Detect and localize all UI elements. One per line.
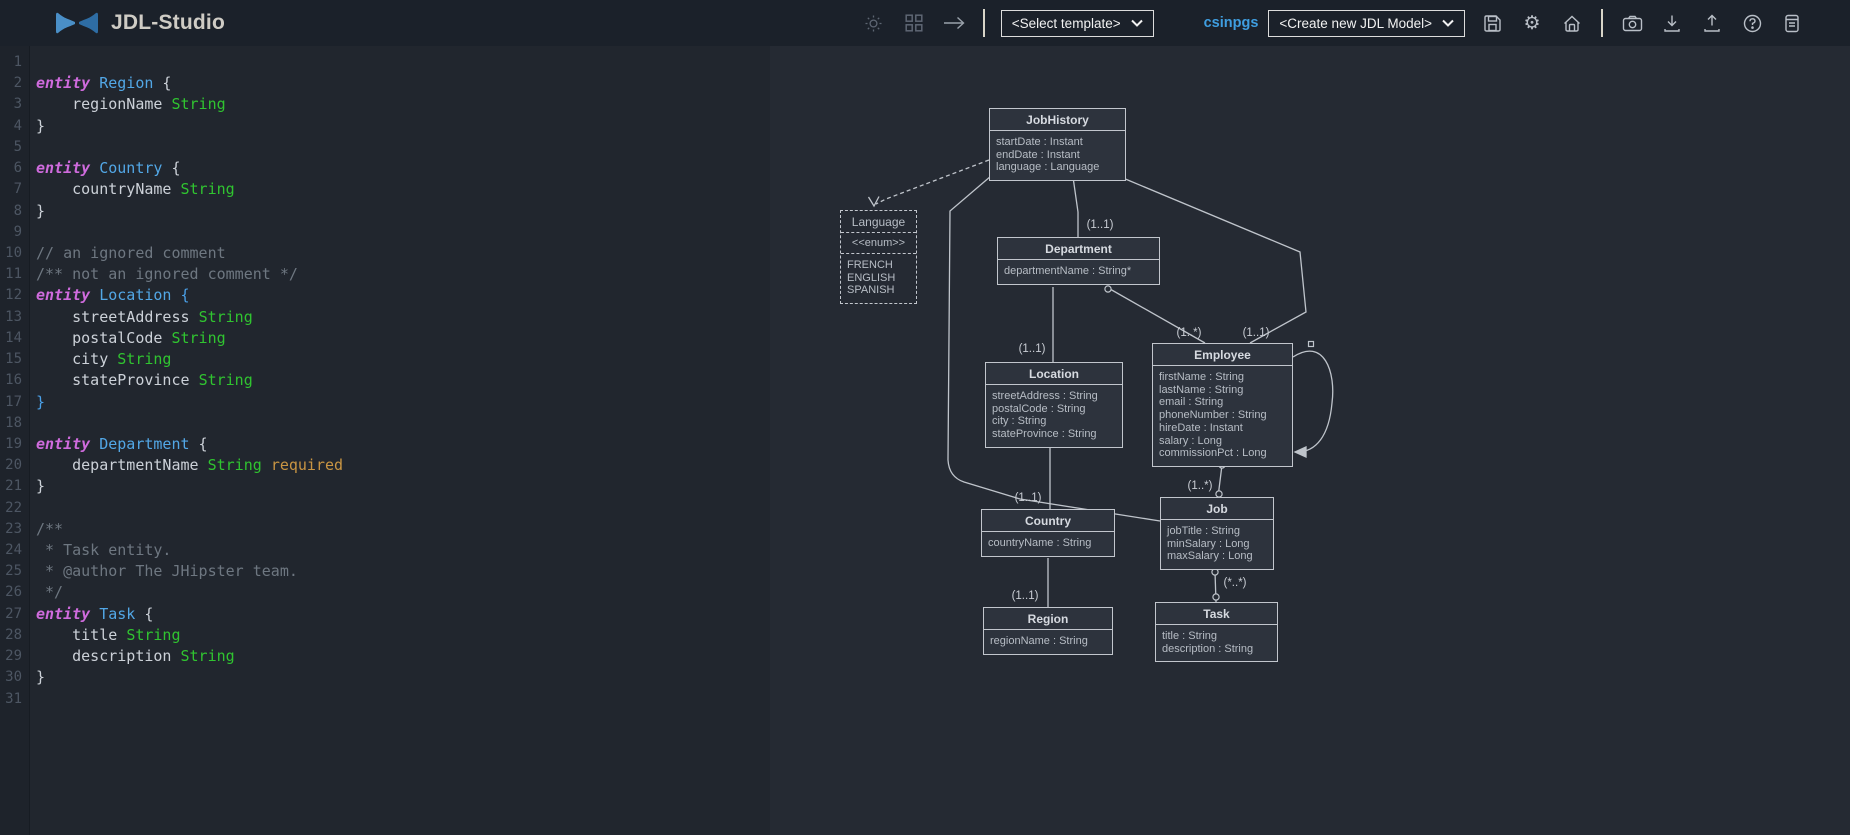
- line-number: 30: [5, 669, 22, 686]
- code-line: city String: [36, 350, 172, 369]
- code-line: title String: [36, 625, 181, 644]
- navbar-divider: [1601, 9, 1603, 37]
- line-number: 19: [5, 435, 22, 452]
- code-line: [36, 52, 770, 73]
- line-number: 31: [5, 690, 22, 707]
- code-line: [36, 222, 770, 243]
- code-line: }: [36, 116, 46, 135]
- line-number: 8: [13, 202, 22, 219]
- app-title: JDL-Studio: [111, 11, 225, 34]
- camera-icon[interactable]: [1619, 10, 1645, 36]
- download-tray-icon[interactable]: [1659, 10, 1685, 36]
- line-number: 1: [13, 54, 22, 70]
- code-line: regionName String: [36, 95, 226, 114]
- line-number: 2: [13, 75, 22, 92]
- template-select-value: <Select template>: [1011, 15, 1121, 31]
- code-line: [36, 137, 770, 158]
- username[interactable]: csinpgs: [1203, 15, 1259, 31]
- line-number: 12: [5, 287, 22, 304]
- code-line: /** not an ignored comment */: [36, 265, 298, 284]
- line-number: 18: [5, 414, 22, 431]
- line-number: 16: [5, 372, 22, 389]
- code-line: }: [36, 392, 46, 411]
- line-number: 22: [5, 499, 22, 516]
- line-number: 11: [5, 266, 22, 283]
- code-line: * @author The JHipster team.: [36, 562, 298, 581]
- code-line: entity Department {: [36, 434, 208, 453]
- code-line: * Task entity.: [36, 541, 172, 560]
- line-number: 21: [5, 478, 22, 495]
- line-number: 20: [5, 457, 22, 474]
- sun-icon[interactable]: [861, 10, 887, 36]
- chevron-down-icon: [1442, 19, 1454, 27]
- code-line: description String: [36, 647, 235, 666]
- code-line: [36, 689, 770, 710]
- code-line: entity Task {: [36, 604, 154, 623]
- line-number: 7: [13, 181, 22, 198]
- line-number: 25: [5, 563, 22, 580]
- model-select-value: <Create new JDL Model>: [1279, 15, 1432, 31]
- line-number: 23: [5, 520, 22, 537]
- navbar-divider: [982, 9, 985, 37]
- line-number: 10: [5, 244, 22, 261]
- grid-icon[interactable]: [901, 10, 927, 36]
- top-navbar: JDL-Studio <Select template> csinpg: [0, 0, 1850, 46]
- code-line: }: [36, 201, 46, 220]
- code-line: entity Country {: [36, 159, 181, 178]
- editor-code: entity Region { regionName String} entity…: [31, 46, 770, 835]
- code-line: postalCode String: [36, 328, 226, 347]
- template-select[interactable]: <Select template>: [1000, 9, 1154, 37]
- line-number: 13: [5, 308, 22, 325]
- code-line: [36, 498, 770, 519]
- code-line: streetAddress String: [36, 307, 253, 326]
- line-number: 24: [5, 542, 22, 559]
- code-line: [36, 413, 770, 434]
- line-number: 28: [5, 626, 22, 643]
- question-circle-icon[interactable]: [1739, 10, 1765, 36]
- chevron-down-icon: [1130, 19, 1143, 27]
- code-line: // an ignored comment: [36, 243, 226, 262]
- line-number: 29: [5, 648, 22, 665]
- journal-icon[interactable]: [1779, 10, 1805, 36]
- code-line: departmentName String required: [36, 456, 344, 475]
- line-number: 6: [13, 160, 22, 177]
- upload-tray-icon[interactable]: [1699, 10, 1725, 36]
- jdl-studio-logo: [56, 12, 98, 34]
- house-icon[interactable]: [1559, 10, 1585, 36]
- line-number: 26: [5, 584, 22, 601]
- model-select[interactable]: <Create new JDL Model>: [1268, 9, 1465, 37]
- code-line: countryName String: [36, 180, 235, 199]
- line-number: 4: [13, 117, 22, 134]
- line-number: 5: [13, 138, 22, 155]
- code-line: /**: [36, 519, 64, 538]
- uml-diagram-canvas[interactable]: [770, 46, 1850, 835]
- code-line: entity Region {: [36, 74, 172, 93]
- arrow-right-icon[interactable]: [941, 10, 967, 36]
- line-number: 27: [5, 605, 22, 622]
- code-line: entity Location {: [36, 286, 190, 305]
- code-line: }: [36, 477, 46, 496]
- code-line: */: [36, 583, 64, 602]
- line-number: 9: [13, 223, 22, 240]
- line-number: 14: [5, 329, 22, 346]
- line-number: 17: [5, 393, 22, 410]
- line-number: 15: [5, 351, 22, 368]
- gear-icon[interactable]: ⚙: [1523, 12, 1541, 34]
- code-line: }: [36, 668, 46, 687]
- code-line: stateProvince String: [36, 371, 253, 390]
- floppy-disk-icon[interactable]: [1479, 10, 1505, 36]
- line-number: 3: [13, 96, 22, 113]
